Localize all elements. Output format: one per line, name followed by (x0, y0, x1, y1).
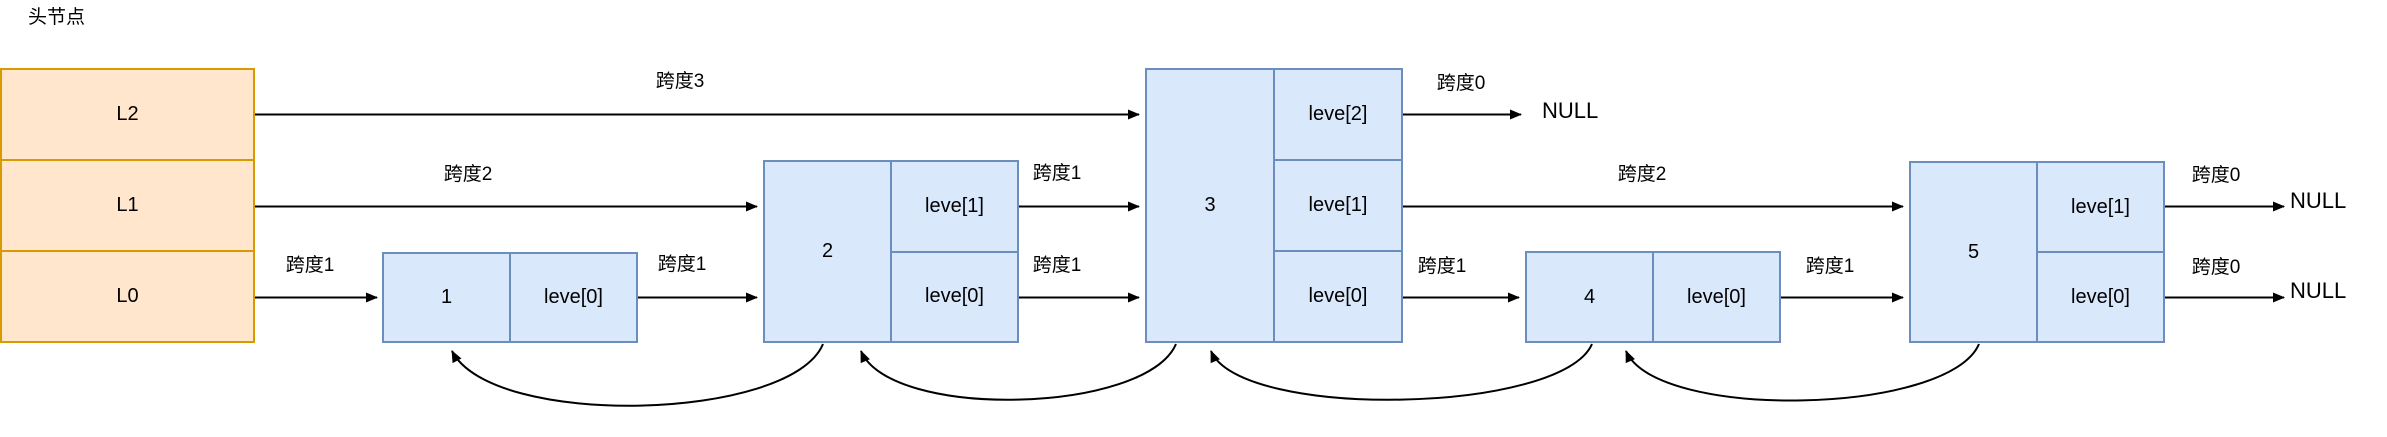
back-arrow-5-to-4 (1625, 343, 1980, 402)
head-level-L2[interactable]: L2 (116, 103, 139, 125)
node-2[interactable]: 2 leve[1] leve[0] (763, 160, 1019, 343)
back-arrow-4-to-3 (1210, 343, 1593, 401)
span-label-1-2: 跨度1 (657, 254, 707, 275)
span-label-2-3-L1: 跨度1 (1032, 163, 1082, 184)
span-label-L2-head-3: 跨度3 (655, 71, 705, 92)
node-4-value: 4 (1583, 285, 1596, 308)
node-3-leve1: leve[1] (1275, 159, 1401, 250)
node-2-value: 2 (821, 240, 834, 262)
head-node[interactable]: L2 L1 L0 (0, 68, 255, 343)
node-4[interactable]: 4 leve[0] (1525, 251, 1781, 343)
node-5[interactable]: 5 leve[1] leve[0] (1909, 161, 2165, 343)
node-5-leve1: leve[1] (2071, 195, 2130, 218)
span-label-L1-head-2: 跨度2 (443, 164, 493, 185)
back-arrow-2-to-1 (451, 343, 824, 407)
node-1-value: 1 (440, 286, 453, 308)
node-3-value: 3 (1204, 194, 1216, 216)
span-label-3-null-L2: 跨度0 (1436, 73, 1486, 94)
span-label-2-3-L0: 跨度1 (1032, 255, 1082, 276)
node-2-leve0: leve[0] (892, 250, 1017, 342)
head-level-L0[interactable]: L0 (2, 250, 253, 341)
node-1-leve0: leve[0] (544, 286, 603, 308)
span-label-5-null-L0: 跨度0 (2191, 257, 2241, 278)
back-arrow-3-to-2 (860, 343, 1177, 401)
span-label-3-4-L0: 跨度1 (1417, 256, 1467, 277)
null-label-L2: NULL (1542, 98, 1599, 123)
span-label-L0-head-1: 跨度1 (285, 255, 335, 276)
node-2-leve1: leve[1] (925, 194, 984, 217)
node-3[interactable]: 3 leve[2] leve[1] leve[0] (1145, 68, 1403, 343)
span-label-4-5: 跨度1 (1805, 256, 1855, 277)
span-label-5-null-L1: 跨度0 (2191, 165, 2241, 186)
node-4-leve0: leve[0] (1687, 285, 1746, 308)
node-1[interactable]: 1 leve[0] (382, 252, 638, 343)
node-3-leve0: leve[0] (1275, 250, 1401, 341)
diagram-title: 头节点 (28, 7, 86, 28)
node-5-leve0: leve[0] (2038, 251, 2163, 341)
null-label-L0: NULL (2290, 278, 2347, 303)
node-5-value: 5 (1967, 240, 1980, 263)
span-label-3-5-L1: 跨度2 (1617, 164, 1667, 185)
null-label-L1: NULL (2290, 188, 2347, 213)
node-3-leve2: leve[2] (1308, 103, 1368, 125)
head-level-L1[interactable]: L1 (2, 159, 253, 250)
